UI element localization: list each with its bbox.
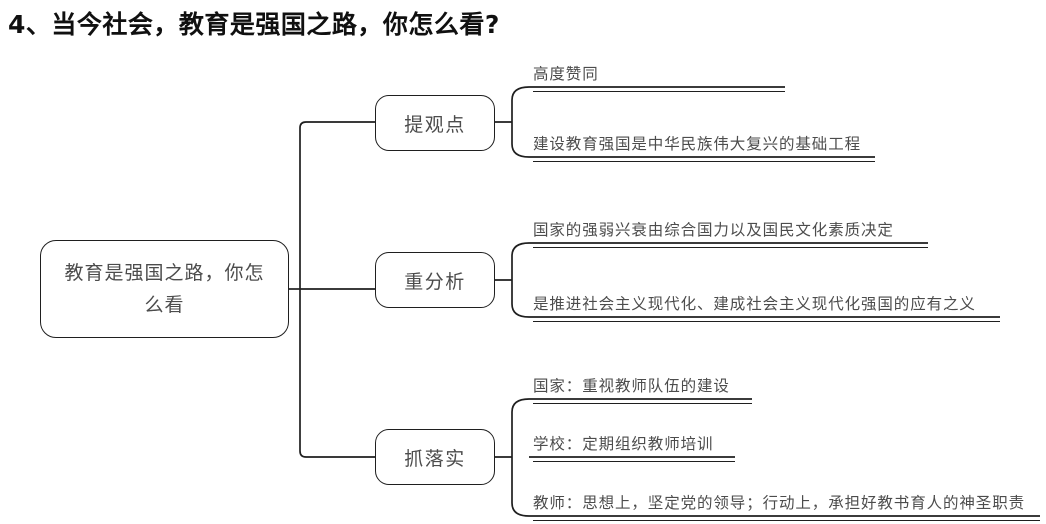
leaf-branch-3-item-3[interactable]: 教师：思想上，坚定党的领导；行动上，承担好教书育人的神圣职责 bbox=[533, 493, 1040, 521]
leaf-branch-3-item-2[interactable]: 学校：定期组织教师培训 bbox=[533, 434, 735, 462]
page-title: 4、当今社会，教育是强国之路，你怎么看? bbox=[8, 10, 500, 39]
bracket-branch-3 bbox=[511, 398, 530, 517]
mindmap-branch-node-1[interactable]: 提观点 bbox=[375, 95, 495, 151]
branch-node-1-label: 提观点 bbox=[404, 113, 466, 136]
branch-node-2-label: 重分析 bbox=[404, 270, 466, 293]
leaf-branch-3-item-1[interactable]: 国家：重视教师队伍的建设 bbox=[533, 376, 752, 404]
bracket-branch-2 bbox=[511, 242, 530, 318]
leaf-branch-1-item-1[interactable]: 高度赞同 bbox=[533, 64, 785, 92]
wire-root-to-branch-1 bbox=[299, 121, 375, 289]
wire-root-to-branch-3 bbox=[299, 289, 375, 458]
leaf-branch-2-item-2[interactable]: 是推进社会主义现代化、建成社会主义现代化强国的应有之义 bbox=[533, 294, 1000, 322]
branch-node-3-label: 抓落实 bbox=[404, 447, 466, 470]
leaf-branch-2-item-1[interactable]: 国家的强弱兴衰由综合国力以及国民文化素质决定 bbox=[533, 220, 928, 248]
leaf-branch-1-item-2[interactable]: 建设教育强国是中华民族伟大复兴的基础工程 bbox=[533, 134, 875, 162]
mindmap-branch-node-2[interactable]: 重分析 bbox=[375, 252, 495, 308]
mindmap-branch-node-3[interactable]: 抓落实 bbox=[375, 429, 495, 485]
bracket-branch-1 bbox=[511, 86, 530, 158]
mindmap-root-node[interactable]: 教育是强国之路，你怎么看 bbox=[40, 240, 289, 338]
root-node-label: 教育是强国之路，你怎么看 bbox=[64, 262, 265, 316]
